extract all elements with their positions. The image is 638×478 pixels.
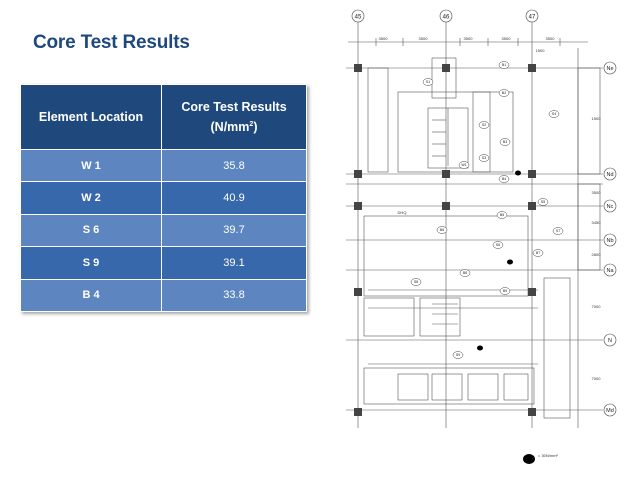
core-test-results-table: Element Location Core Test Results (N/mm… bbox=[20, 84, 307, 312]
svg-text:S2: S2 bbox=[482, 123, 486, 127]
svg-text:B3: B3 bbox=[503, 140, 507, 144]
svg-text:S5: S5 bbox=[541, 200, 545, 204]
row-label: Na bbox=[606, 268, 614, 274]
svg-text:3500: 3500 bbox=[379, 36, 389, 41]
table-row: W 1 35.8 bbox=[20, 148, 307, 183]
svg-text:S8: S8 bbox=[414, 280, 418, 284]
svg-text:B9: B9 bbox=[503, 289, 507, 293]
table-row: S 9 39.1 bbox=[20, 246, 307, 280]
svg-text:3500: 3500 bbox=[464, 36, 474, 41]
table-row: W 2 40.9 bbox=[20, 181, 307, 215]
row-value: 33.8 bbox=[161, 278, 307, 312]
dimension-labels: 3500 3500 3500 3500 3500 1500 1500 3500 … bbox=[379, 36, 602, 381]
row-location: B 4 bbox=[20, 278, 162, 312]
svg-text:7000: 7000 bbox=[592, 304, 602, 309]
svg-text:B4: B4 bbox=[502, 177, 506, 181]
svg-text:B5: B5 bbox=[500, 213, 504, 217]
column-label: 47 bbox=[529, 15, 536, 21]
table-row: B 4 33.8 bbox=[20, 278, 307, 312]
svg-text:3500: 3500 bbox=[592, 190, 602, 195]
table-header-row: Element Location Core Test Results (N/mm… bbox=[20, 84, 307, 150]
svg-text:S3: S3 bbox=[482, 156, 486, 160]
header-element-location: Element Location bbox=[20, 84, 162, 150]
svg-text:1500: 1500 bbox=[592, 116, 602, 121]
svg-text:S7: S7 bbox=[556, 229, 560, 233]
svg-text:S4: S4 bbox=[552, 112, 556, 116]
row-label-bubbles: Ne Nd Nc Nb Na N Md bbox=[603, 61, 617, 417]
sample-markers: B1 S1 B2 S2 B3 S3 S4 W1 B4 S5 B5 S7 B6 S… bbox=[410, 61, 564, 359]
plan-linework bbox=[346, 20, 603, 428]
row-label: Nd bbox=[606, 172, 613, 178]
row-location: S 6 bbox=[20, 213, 162, 248]
svg-text:3500: 3500 bbox=[419, 36, 429, 41]
svg-text:S1: S1 bbox=[426, 80, 430, 84]
column-label: 45 bbox=[355, 15, 362, 21]
svg-text:S6: S6 bbox=[496, 243, 500, 247]
row-label: Nb bbox=[606, 238, 613, 244]
svg-text:B6: B6 bbox=[440, 228, 444, 232]
core-location-dots bbox=[477, 170, 535, 464]
header-core-test-results: Core Test Results (N/mm2) bbox=[161, 84, 307, 150]
row-value: 39.1 bbox=[161, 246, 307, 280]
svg-text:DHQ: DHQ bbox=[398, 210, 407, 215]
plan-columns bbox=[354, 64, 536, 416]
svg-text:B2: B2 bbox=[502, 91, 506, 95]
header-results-unit: (N/mm2) bbox=[210, 120, 258, 134]
svg-text:3500: 3500 bbox=[502, 36, 512, 41]
row-location: S 9 bbox=[20, 246, 162, 280]
floor-plan-drawing: 45 46 47 3500 3500 3500 3500 3500 1500 1… bbox=[346, 9, 617, 464]
column-label: 46 bbox=[443, 15, 450, 21]
svg-text:B7: B7 bbox=[536, 251, 540, 255]
row-value: 39.7 bbox=[161, 213, 307, 248]
svg-text:B8: B8 bbox=[463, 271, 467, 275]
column-label-bubbles: 45 46 47 bbox=[351, 9, 539, 23]
row-location: W 2 bbox=[20, 181, 162, 215]
row-label: Nc bbox=[607, 204, 614, 210]
row-label: N bbox=[608, 338, 612, 344]
svg-text:3500: 3500 bbox=[546, 36, 556, 41]
svg-text:S9: S9 bbox=[456, 353, 460, 357]
svg-text:7000: 7000 bbox=[592, 376, 602, 381]
svg-text:1500: 1500 bbox=[536, 48, 546, 53]
svg-text:3450: 3450 bbox=[592, 220, 602, 225]
plan-legend: = 30N/mm² bbox=[538, 453, 558, 458]
svg-text:W1: W1 bbox=[461, 163, 466, 167]
row-location: W 1 bbox=[20, 148, 162, 183]
row-label: Md bbox=[606, 408, 614, 414]
page-title: Core Test Results bbox=[33, 32, 190, 53]
header-results-title: Core Test Results bbox=[181, 100, 287, 114]
row-value: 35.8 bbox=[161, 148, 307, 183]
row-label: Ne bbox=[606, 66, 613, 72]
svg-text:B1: B1 bbox=[502, 63, 506, 67]
svg-text:2800: 2800 bbox=[592, 252, 602, 257]
row-value: 40.9 bbox=[161, 181, 307, 215]
table-row: S 6 39.7 bbox=[20, 213, 307, 248]
